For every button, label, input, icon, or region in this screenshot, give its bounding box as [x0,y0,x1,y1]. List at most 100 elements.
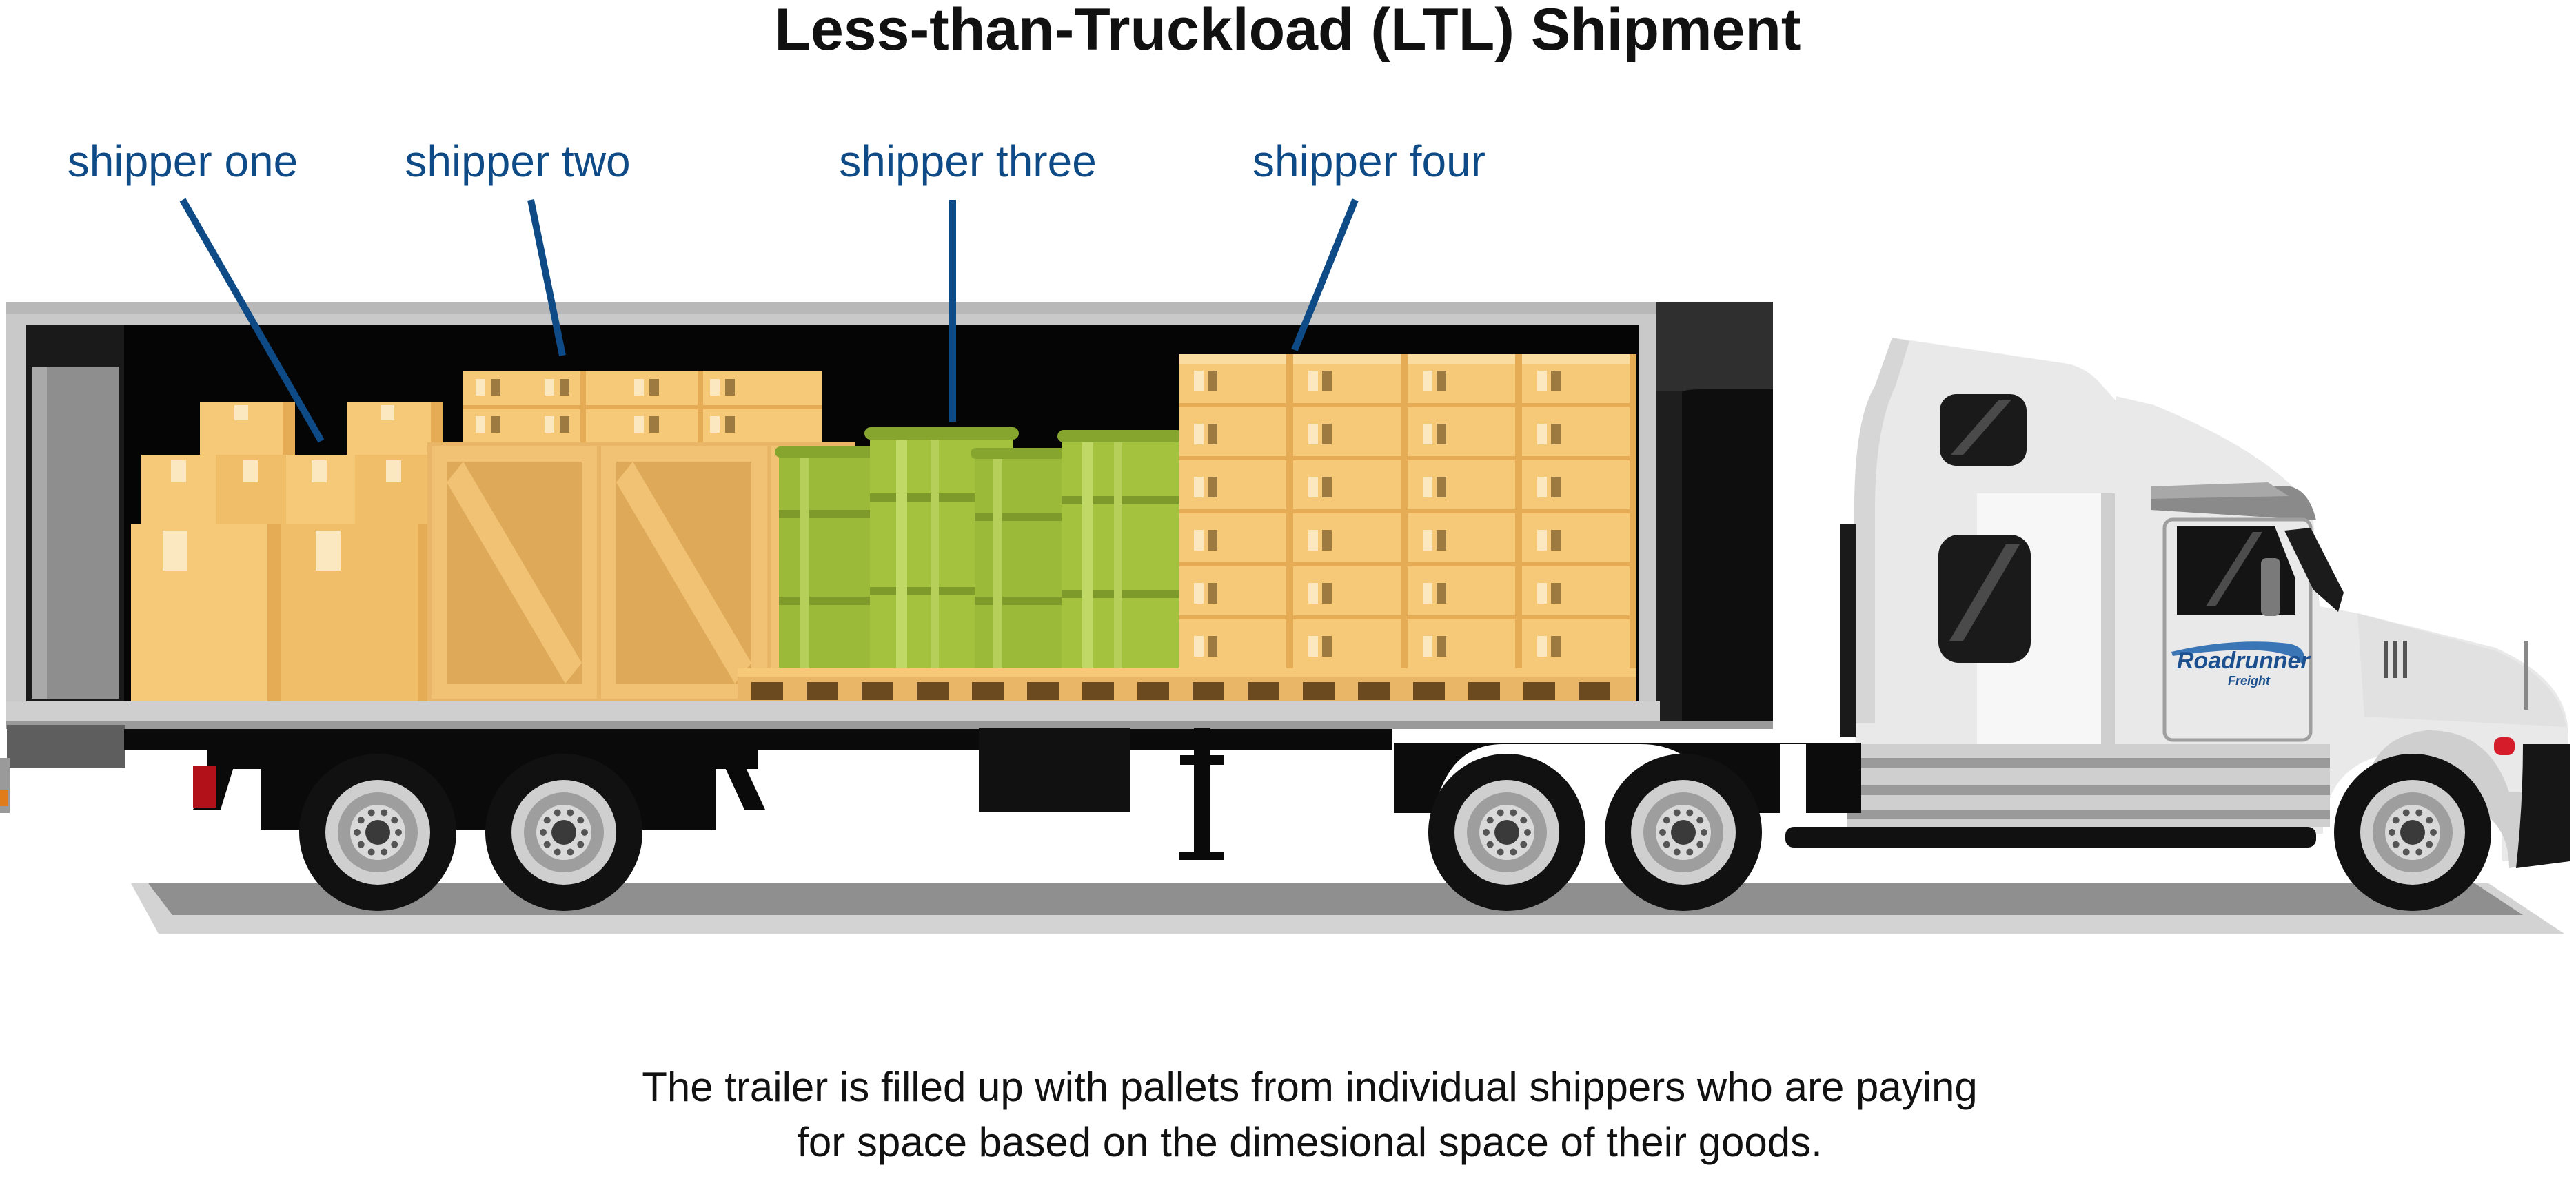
box-seam [1293,456,1408,460]
pallet-slot [1193,682,1224,700]
box-divider [1630,513,1636,566]
road [148,883,2523,915]
box-label [1423,371,1432,391]
box-seam [1179,403,1293,407]
box-seam [1179,562,1293,566]
box-seam [1179,615,1293,619]
wheel [1428,754,1585,911]
pallet-slot [1579,682,1610,700]
box-divider [1515,566,1522,619]
caption-line-2: for space based on the dimesional space … [797,1119,1823,1165]
box-divider [1515,513,1522,566]
box-seam [1408,562,1522,566]
box-divider [1515,619,1522,672]
box-label-dark [1322,636,1332,657]
box-label-dark [1551,530,1561,551]
pallet-slot [1468,682,1500,700]
pallet-slot [972,682,1004,700]
box-seam [1522,509,1636,513]
box-divider [1286,460,1293,513]
box-divider [1401,460,1408,513]
box-label-dark [1208,477,1217,497]
box-divider [1286,566,1293,619]
box-label [1194,636,1204,657]
box-label-dark [1208,636,1217,657]
box-label [1194,477,1204,497]
box-divider [1401,354,1408,407]
box-label [1308,424,1318,444]
shipper-three-label: shipper three [839,136,1097,186]
box-divider [1630,354,1636,407]
pallet-slots [751,682,1610,700]
pallet-slot [807,682,838,700]
box-seam [1522,615,1636,619]
box-label [1308,583,1318,604]
box-label-dark [1208,371,1217,391]
box-label-dark [1437,583,1446,604]
box-label [1308,371,1318,391]
shipper-labels: shipper one shipper two shipper three sh… [68,136,1485,443]
pallet-slot [1303,682,1335,700]
box-label-dark [1551,636,1561,657]
box-label-dark [1322,477,1332,497]
roadrunner-logo: Roadrunner Freight [2171,641,2311,688]
box-seam [1179,456,1293,460]
shipper-two-leader [527,199,566,356]
shipper-four-label: shipper four [1252,136,1485,186]
box-label [1423,636,1432,657]
box-seam [1408,615,1522,619]
shipper-one-leader [179,198,325,443]
wheels [299,754,2491,911]
pallet-slot [751,682,783,700]
wheel [2334,754,2491,911]
box-seam [1522,403,1636,407]
box-seam [1522,456,1636,460]
box-label [1537,583,1547,604]
box-label [1194,530,1204,551]
truck-cab [1394,338,2570,868]
box-label-dark [1437,477,1446,497]
box-label-dark [1551,371,1561,391]
pallet-slot [917,682,949,700]
box-label-dark [1322,583,1332,604]
box-divider [1401,619,1408,672]
hood-vent [2384,641,2388,678]
box-label [1194,371,1204,391]
pallet-slot [1358,682,1390,700]
box-label-dark [1437,636,1446,657]
box-label-dark [1208,530,1217,551]
pallet-slot [1248,682,1279,700]
pallet-slot [862,682,893,700]
box-seam [1293,509,1408,513]
shipper-one-label: shipper one [68,136,298,186]
box-divider [1286,619,1293,672]
box-divider [1515,354,1522,407]
pallet-slot [1137,682,1169,700]
pallet-slot [1523,682,1555,700]
box-divider [1286,513,1293,566]
box-seam [1179,509,1293,513]
caption-line-1: The trailer is filled up with pallets fr… [642,1064,1978,1110]
box-seam [1408,403,1522,407]
pallet-slot [1413,682,1445,700]
box-divider [1630,566,1636,619]
logo-subtext: Freight [2228,674,2271,688]
box-label-dark [1551,583,1561,604]
box-seam [1293,403,1408,407]
box-label [1537,636,1547,657]
box-divider [1630,407,1636,460]
pallet-slot [1082,682,1114,700]
headlight [2494,737,2515,755]
box-seam [1408,456,1522,460]
box-divider [1401,513,1408,566]
wheel [1605,754,1762,911]
box-label [1194,424,1204,444]
box-label [1308,636,1318,657]
box-label-dark [1208,424,1217,444]
box-label-dark [1551,424,1561,444]
box-divider [1515,407,1522,460]
wheel [485,754,642,911]
box-seam [1293,562,1408,566]
shipper-two-label: shipper two [405,136,630,186]
shipper-three-drums [775,427,1183,668]
